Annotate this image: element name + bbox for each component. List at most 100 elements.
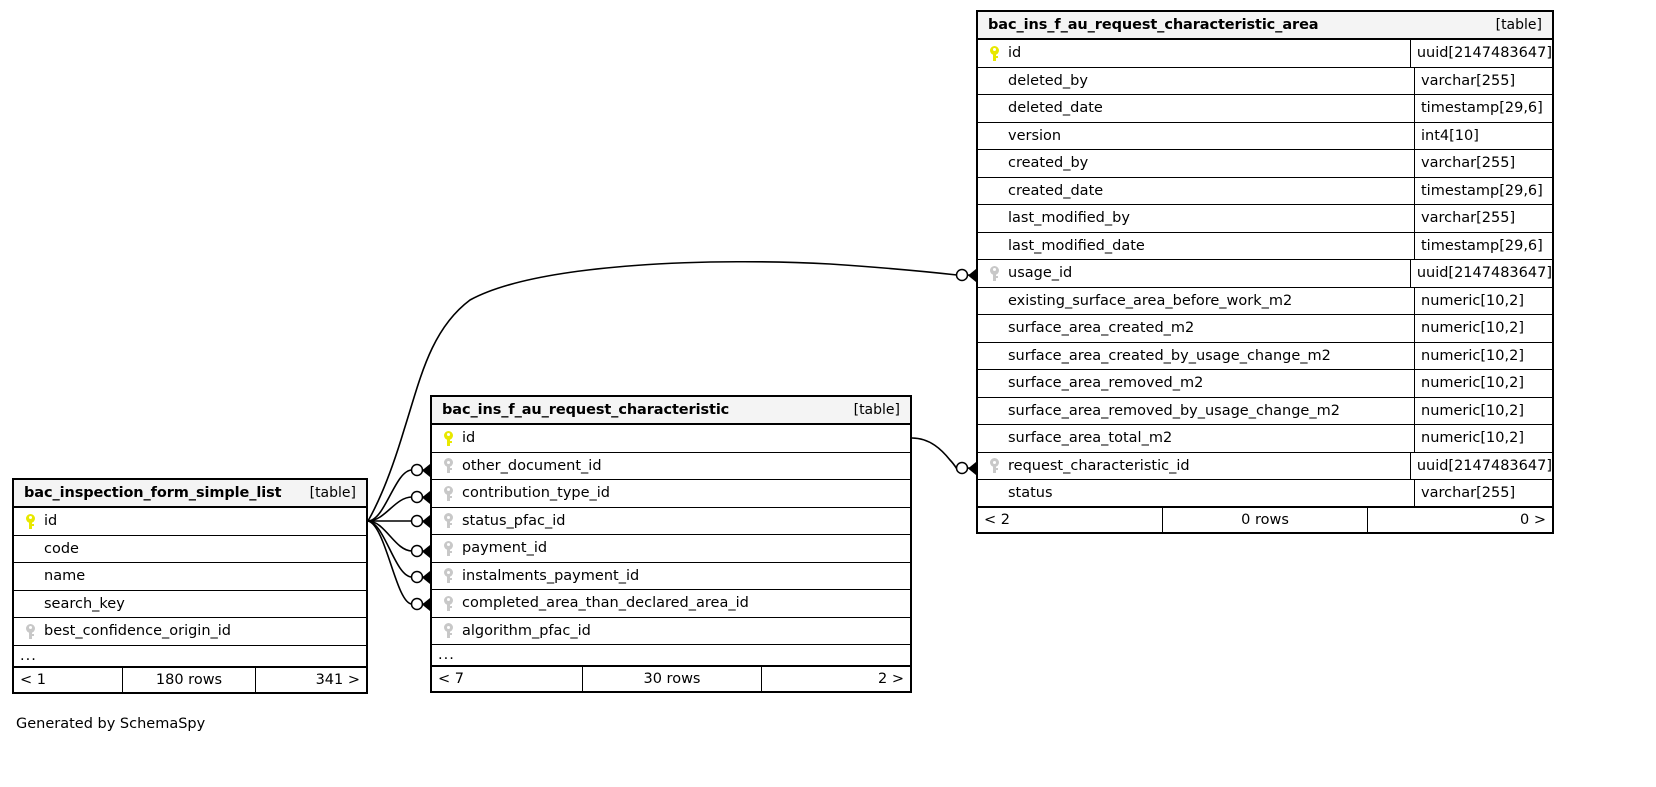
primary-key-icon [984, 45, 1004, 61]
table-row[interactable]: search_key [14, 591, 366, 618]
table-footer: < 2 0 rows 0 > [978, 507, 1552, 532]
column-name-cell: created_by [978, 150, 1414, 177]
table-row[interactable]: status varchar[255] [978, 480, 1552, 508]
column-name-cell: surface_area_created_by_usage_change_m2 [978, 343, 1414, 370]
foreign-key-icon [438, 568, 458, 584]
footer-next-count[interactable]: 2 > [878, 671, 904, 687]
foreign-key-icon [438, 623, 458, 639]
table-row[interactable]: surface_area_removed_m2 numeric[10,2] [978, 370, 1552, 398]
table-type-tag: [table] [853, 401, 900, 418]
table-row[interactable]: last_modified_date timestamp[29,6] [978, 232, 1552, 260]
column-name-cell: version [978, 123, 1414, 150]
foreign-key-icon [438, 458, 458, 474]
column-name-cell: completed_area_than_declared_area_id [432, 590, 910, 617]
table-name: bac_inspection_form_simple_list [24, 484, 282, 501]
table-row[interactable]: surface_area_created_m2 numeric[10,2] [978, 315, 1552, 343]
column-name-cell: name [14, 563, 366, 590]
column-type: numeric[10,2] [1414, 397, 1552, 424]
footer-prev-count[interactable]: < 1 [20, 671, 46, 688]
column-type: numeric[10,2] [1414, 315, 1552, 342]
column-name-cell: surface_area_total_m2 [978, 425, 1414, 452]
column-label: surface_area_total_m2 [1008, 430, 1173, 447]
table-row[interactable]: created_by varchar[255] [978, 150, 1552, 178]
column-name-cell: best_confidence_origin_id [14, 618, 366, 645]
column-label: status [1008, 484, 1053, 501]
table-row[interactable]: status_pfac_id [432, 508, 910, 535]
primary-key-icon [438, 430, 458, 446]
table-row[interactable]: completed_area_than_declared_area_id [432, 590, 910, 618]
table-row[interactable]: best_confidence_origin_id [14, 618, 366, 646]
column-label: status_pfac_id [462, 512, 566, 529]
footer-prev-count[interactable]: < 2 [984, 511, 1010, 528]
table-bac_ins_f_au_request_characteristic_area[interactable]: bac_ins_f_au_request_characteristic_area… [976, 10, 1554, 534]
column-label: surface_area_created_by_usage_change_m2 [1008, 347, 1331, 364]
table-bac_ins_f_au_request_characteristic[interactable]: bac_ins_f_au_request_characteristic [tab… [430, 395, 912, 693]
column-name-cell: last_modified_date [978, 233, 1414, 260]
column-name-cell: id [14, 508, 366, 535]
table-bac_inspection_form_simple_list[interactable]: bac_inspection_form_simple_list [table] … [12, 478, 368, 694]
column-label: instalments_payment_id [462, 567, 640, 584]
column-label: request_characteristic_id [1008, 457, 1190, 474]
table-header[interactable]: bac_ins_f_au_request_characteristic_area… [978, 12, 1552, 40]
table-row[interactable]: contribution_type_id [432, 480, 910, 508]
table-row[interactable]: id uuid[2147483647] [978, 40, 1552, 68]
foreign-key-icon [984, 265, 1004, 281]
column-label: surface_area_created_m2 [1008, 320, 1195, 337]
table-row[interactable]: version int4[10] [978, 122, 1552, 150]
table-row[interactable]: usage_id uuid[2147483647] [978, 260, 1552, 288]
column-name-cell: id [978, 40, 1410, 67]
table-row[interactable]: payment_id [432, 535, 910, 563]
table-footer: < 1 180 rows 341 > [14, 667, 366, 692]
table-row[interactable]: algorithm_pfac_id [432, 618, 910, 645]
foreign-key-icon [438, 485, 458, 501]
column-type: varchar[255] [1414, 67, 1552, 94]
table-header[interactable]: bac_ins_f_au_request_characteristic [tab… [432, 397, 910, 425]
column-type: varchar[255] [1414, 150, 1552, 177]
column-name-cell: payment_id [432, 535, 910, 562]
column-label: deleted_date [1008, 100, 1103, 117]
table-row[interactable]: deleted_by varchar[255] [978, 67, 1552, 95]
table-row[interactable]: id [432, 425, 910, 453]
column-label: other_document_id [462, 457, 602, 474]
column-type: numeric[10,2] [1414, 370, 1552, 397]
column-label: created_date [1008, 182, 1104, 199]
column-type: numeric[10,2] [1414, 287, 1552, 314]
table-row[interactable]: name [14, 563, 366, 591]
column-name-cell: surface_area_removed_by_usage_change_m2 [978, 398, 1414, 425]
table-type-tag: [table] [309, 484, 356, 501]
column-type: varchar[255] [1414, 205, 1552, 232]
column-type: timestamp[29,6] [1414, 177, 1552, 204]
footer-row-count: 180 rows [122, 667, 256, 692]
table-row[interactable]: existing_surface_area_before_work_m2 num… [978, 287, 1552, 315]
footer-prev-count[interactable]: < 7 [438, 671, 464, 687]
table-row[interactable]: deleted_date timestamp[29,6] [978, 95, 1552, 123]
foreign-key-icon [438, 513, 458, 529]
column-type: uuid[2147483647] [1409, 452, 1552, 479]
footer-next-count[interactable]: 0 > [1520, 511, 1546, 528]
table-header[interactable]: bac_inspection_form_simple_list [table] [14, 480, 366, 508]
column-label: surface_area_removed_by_usage_change_m2 [1008, 402, 1340, 419]
table-row[interactable]: last_modified_by varchar[255] [978, 205, 1552, 233]
column-label: id [462, 430, 476, 447]
column-type: timestamp[29,6] [1414, 95, 1552, 122]
column-label: existing_surface_area_before_work_m2 [1008, 292, 1293, 309]
table-row[interactable]: other_document_id [432, 453, 910, 480]
column-label: code [44, 540, 79, 557]
column-name-cell: surface_area_removed_m2 [978, 370, 1414, 397]
table-type-tag: [table] [1495, 16, 1542, 33]
table-row[interactable]: surface_area_removed_by_usage_change_m2 … [978, 397, 1552, 425]
table-row[interactable]: created_date timestamp[29,6] [978, 177, 1552, 205]
table-row[interactable]: id [14, 508, 366, 536]
footer-next-count[interactable]: 341 > [315, 671, 360, 688]
table-row[interactable]: surface_area_created_by_usage_change_m2 … [978, 342, 1552, 370]
column-name-cell: usage_id [978, 260, 1410, 287]
table-row[interactable]: surface_area_total_m2 numeric[10,2] [978, 425, 1552, 453]
column-label: last_modified_date [1008, 237, 1145, 254]
column-type: timestamp[29,6] [1414, 232, 1552, 259]
column-label: surface_area_removed_m2 [1008, 375, 1204, 392]
column-label: id [1008, 45, 1022, 62]
table-row[interactable]: instalments_payment_id [432, 563, 910, 590]
table-row[interactable]: request_characteristic_id uuid[214748364… [978, 452, 1552, 480]
table-row[interactable]: code [14, 536, 366, 563]
